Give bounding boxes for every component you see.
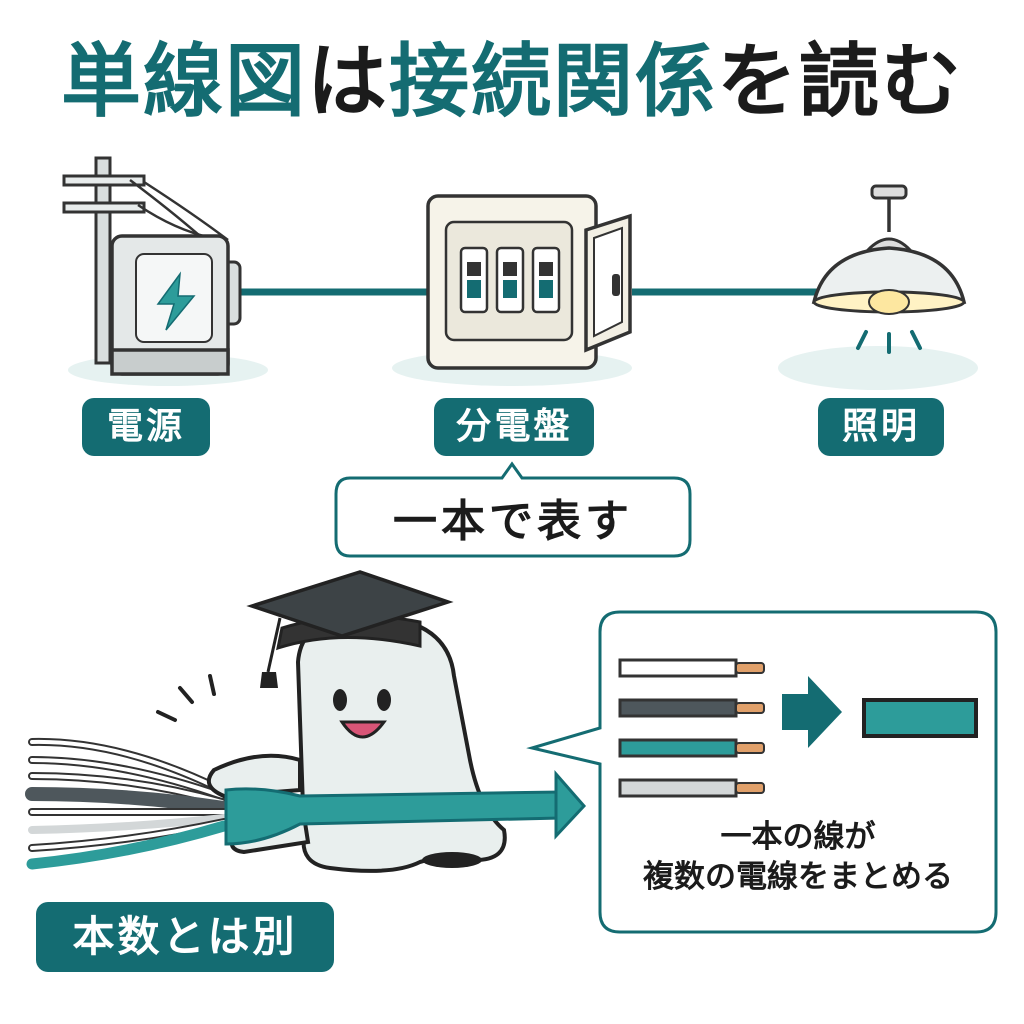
count-differs-badge: 本数とは別: [36, 902, 334, 972]
arrow-right-icon: [782, 676, 842, 748]
title-segment: を読む: [717, 35, 963, 128]
callout-bubble: [334, 461, 692, 558]
page-title: 単線図は接続関係を読む: [0, 42, 1024, 122]
explanation-line-2: 複数の電線をまとめる: [643, 859, 953, 895]
power-source-label: 電源: [82, 398, 210, 456]
ceiling-lamp-icon: [811, 184, 967, 354]
power-box-icon: [110, 234, 242, 376]
light-ray: [910, 330, 922, 350]
single-line-symbol: [862, 698, 978, 738]
wire-bundle: [25, 737, 231, 870]
distribution-board-icon: [426, 194, 632, 370]
bundle-arrow: [224, 770, 587, 846]
distribution-board-label: 分電盤: [434, 398, 594, 456]
title-segment: 接続関係: [389, 35, 717, 128]
ground-shadow: [778, 346, 978, 390]
wire-samples: [618, 658, 765, 798]
light-ray: [856, 330, 868, 350]
graduation-cap-icon: [246, 570, 454, 688]
title-segment: 単線図: [61, 35, 307, 128]
lightning-icon: [156, 271, 196, 331]
explanation-line-1: 一本の線が: [720, 819, 876, 855]
power-pole-icon: [62, 156, 229, 365]
lighting-label: 照明: [818, 398, 944, 456]
explanation-panel: [526, 610, 998, 934]
callout-text: 一本で表す: [393, 496, 633, 547]
title-segment: は: [307, 35, 389, 128]
